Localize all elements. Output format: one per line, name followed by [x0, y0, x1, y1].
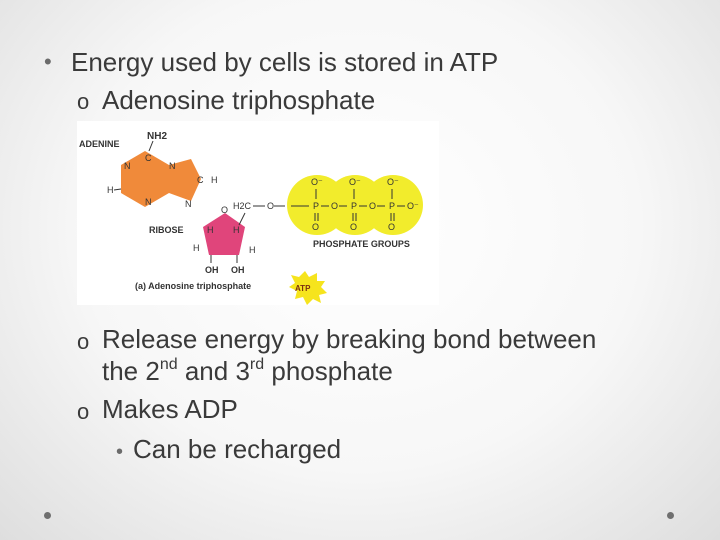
svg-text:OH: OH: [205, 265, 219, 275]
ribose-label: RIBOSE: [149, 225, 184, 235]
atp-diagram: ADENINE NH2 C N N N C H H N O RIBOSE H H: [77, 121, 439, 305]
svg-text:O⁻: O⁻: [349, 177, 361, 187]
text-segment: the 2: [102, 356, 160, 386]
svg-text:H: H: [107, 185, 114, 195]
superscript-rd: rd: [249, 356, 265, 374]
decorative-dot-left: [44, 512, 51, 519]
svg-text:H: H: [211, 175, 218, 185]
svg-text:H: H: [207, 225, 214, 235]
svg-text:O: O: [369, 201, 376, 211]
sub-bullet-marker: o: [77, 89, 90, 114]
level3-bullet-marker: •: [116, 441, 124, 463]
svg-text:N: N: [124, 161, 131, 171]
svg-text:C: C: [197, 175, 204, 185]
svg-text:H: H: [193, 243, 200, 253]
svg-text:C: C: [145, 153, 152, 163]
bullet-energy-atp: Energy used by cells is stored in ATP: [71, 47, 499, 77]
svg-text:OH: OH: [231, 265, 245, 275]
svg-text:P: P: [313, 201, 319, 211]
superscript-nd: nd: [159, 356, 178, 374]
phosphate-label: PHOSPHATE GROUPS: [313, 239, 410, 249]
atp-starburst: [289, 271, 327, 305]
bullet-marker: •: [44, 49, 52, 74]
svg-text:N: N: [145, 197, 152, 207]
adenine-label: ADENINE: [79, 139, 120, 149]
diagram-caption: (a) Adenosine triphosphate: [135, 281, 251, 291]
atp-structure-svg: ADENINE NH2 C N N N C H H N O RIBOSE H H: [79, 131, 423, 305]
sub-bullet-release-line1: Release energy by breaking bond between: [102, 324, 597, 354]
adenine-ring-5: [169, 159, 201, 201]
svg-text:O⁻: O⁻: [407, 201, 419, 211]
svg-text:O⁻: O⁻: [311, 177, 323, 187]
sub-sub-bullet-recharged: Can be recharged: [133, 434, 342, 464]
svg-text:O: O: [221, 205, 228, 215]
svg-text:O⁻: O⁻: [387, 177, 399, 187]
adenine-group: ADENINE NH2 C N N N C H H N: [79, 131, 218, 209]
atp-badge-text: ATP: [295, 284, 311, 293]
sub-bullet-release-line2: the 2nd and 3rd phosphate: [102, 355, 393, 387]
sub-bullet-marker: o: [77, 399, 90, 424]
sub-bullet-adenosine: Adenosine triphosphate: [102, 85, 376, 115]
svg-text:H: H: [233, 225, 240, 235]
atp-badge: ATP: [289, 271, 327, 305]
decorative-dot-right: [667, 512, 674, 519]
svg-text:O: O: [331, 201, 338, 211]
svg-text:O: O: [388, 222, 395, 232]
nh2-label: NH2: [147, 131, 167, 142]
svg-text:O: O: [350, 222, 357, 232]
phosphate-groups: O⁻ O⁻ O⁻ P P P O O O⁻: [287, 175, 423, 249]
svg-text:N: N: [169, 161, 176, 171]
svg-text:P: P: [351, 201, 357, 211]
text-segment: phosphate: [264, 356, 393, 386]
sub-bullet-makes-adp: Makes ADP: [102, 394, 238, 424]
h2c-label: H2C: [233, 201, 252, 211]
svg-text:O: O: [312, 222, 319, 232]
svg-text:O: O: [267, 201, 274, 211]
svg-text:P: P: [389, 201, 395, 211]
svg-text:N: N: [185, 199, 192, 209]
adenine-ring-6: [121, 151, 169, 207]
sub-bullet-marker: o: [77, 329, 90, 354]
text-segment: and 3: [177, 356, 250, 386]
ribose-ring: [203, 213, 245, 255]
ribose-group: O RIBOSE H H H H OH OH H2C O: [149, 201, 285, 275]
svg-text:H: H: [249, 245, 256, 255]
